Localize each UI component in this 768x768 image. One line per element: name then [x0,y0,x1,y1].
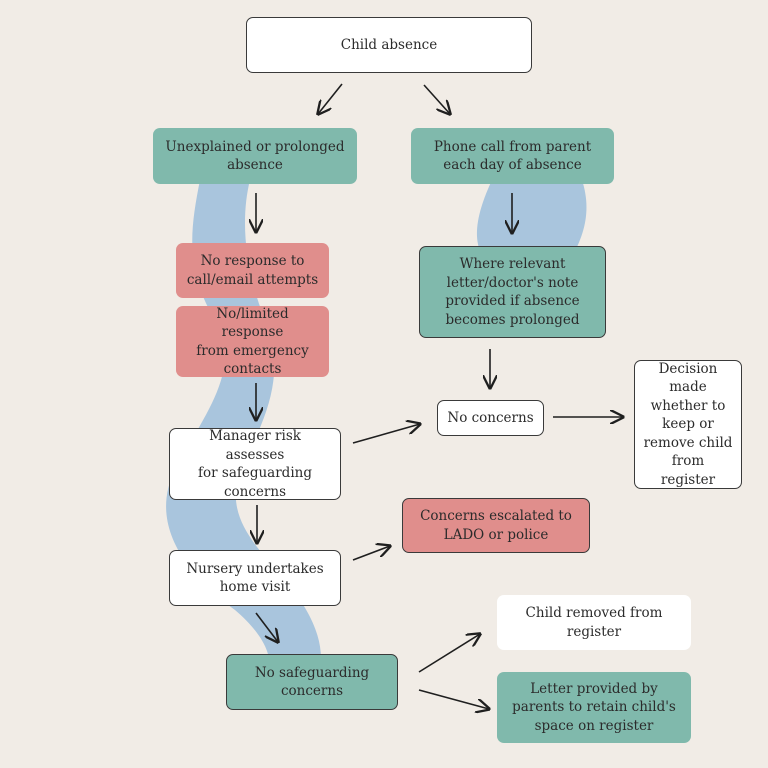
node-label: No/limited response from emergency conta… [196,305,309,378]
arrow-home-visit-to-no-safeguarding [255,612,278,642]
node-label: Concerns escalated to LADO or police [420,508,572,543]
node-label: Phone call from parent each day of absen… [433,138,592,174]
node-label: No safeguarding concerns [254,664,370,700]
node-no-safeguarding: No safeguarding concerns [226,654,398,710]
node-child-removed: Child removed from register [497,595,691,650]
node-label: Child absence [340,36,438,53]
arrow-no-safeguarding-to-removed [418,634,480,673]
node-child-absence: Child absence [246,17,532,73]
node-letter-provided: Letter provided by parents to retain chi… [497,672,691,743]
node-label: Nursery undertakes home visit [186,560,324,596]
node-label: Manager risk assesses for safeguarding c… [198,428,312,500]
node-label: Child removed from register [525,605,663,640]
arrow-no-safeguarding-to-letter [418,689,489,709]
node-label: No concerns [447,409,534,426]
node-label: Decision made whether to keep or remove … [643,360,733,488]
node-phone-call: Phone call from parent each day of absen… [411,128,614,184]
node-label: No response to call/email attempts [186,253,319,288]
node-unexplained-absence: Unexplained or prolonged absence [153,128,357,184]
arrow-home-visit-to-escalated [352,546,390,561]
node-no-response: No response to call/email attempts [176,243,329,298]
node-home-visit: Nursery undertakes home visit [169,550,341,606]
node-decision: Decision made whether to keep or remove … [634,360,742,489]
node-no-limited-response: No/limited response from emergency conta… [176,306,329,377]
node-no-concerns: No concerns [437,400,544,436]
node-label: Unexplained or prolonged absence [165,138,345,174]
arrow-absence-to-unexplained [318,83,343,114]
node-escalated: Concerns escalated to LADO or police [402,498,590,553]
node-label: Letter provided by parents to retain chi… [512,680,676,734]
node-label: Where relevant letter/doctor's note prov… [445,256,580,328]
node-where-relevant: Where relevant letter/doctor's note prov… [419,246,606,338]
arrow-absence-to-phone [423,84,450,114]
node-manager-risk: Manager risk assesses for safeguarding c… [169,428,341,500]
arrow-manager-to-no-concerns [352,424,420,444]
